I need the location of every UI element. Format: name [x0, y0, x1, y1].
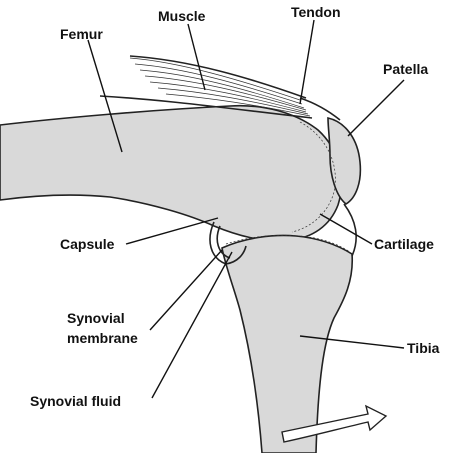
leader-synovial-fluid — [151, 251, 233, 399]
leader-tendon — [299, 19, 315, 105]
label-synovial-membrane-line1: Synovial — [67, 310, 125, 326]
leader-cartilage — [319, 213, 373, 245]
muscle-fibres — [99, 55, 313, 119]
label-patella: Patella — [383, 61, 428, 77]
label-synovial-fluid: Synovial fluid — [30, 393, 121, 409]
tibia-cartilage — [225, 234, 351, 253]
label-capsule: Capsule — [60, 236, 115, 252]
label-tibia: Tibia — [407, 340, 440, 356]
tibia-bone — [221, 234, 354, 453]
femur-cartilage — [291, 121, 336, 233]
label-femur: Femur — [60, 26, 103, 42]
label-muscle: Muscle — [158, 8, 206, 24]
leader-femur — [87, 39, 123, 153]
leader-muscle — [187, 23, 206, 91]
leader-synovial-membrane — [149, 249, 223, 331]
leader-capsule — [125, 217, 219, 245]
label-synovial-membrane-line2: membrane — [67, 330, 138, 346]
synovial-membrane — [216, 225, 231, 259]
tendon-outline — [299, 97, 341, 121]
leader-tibia — [299, 335, 405, 349]
movement-arrow — [281, 404, 388, 443]
label-tendon: Tendon — [291, 4, 341, 20]
leader-lines — [87, 19, 405, 399]
joint-capsule-posterior — [343, 203, 357, 257]
label-cartilage: Cartilage — [374, 236, 434, 252]
femur-bone — [0, 104, 343, 242]
leader-patella — [347, 79, 405, 137]
patella-bone — [327, 117, 362, 205]
